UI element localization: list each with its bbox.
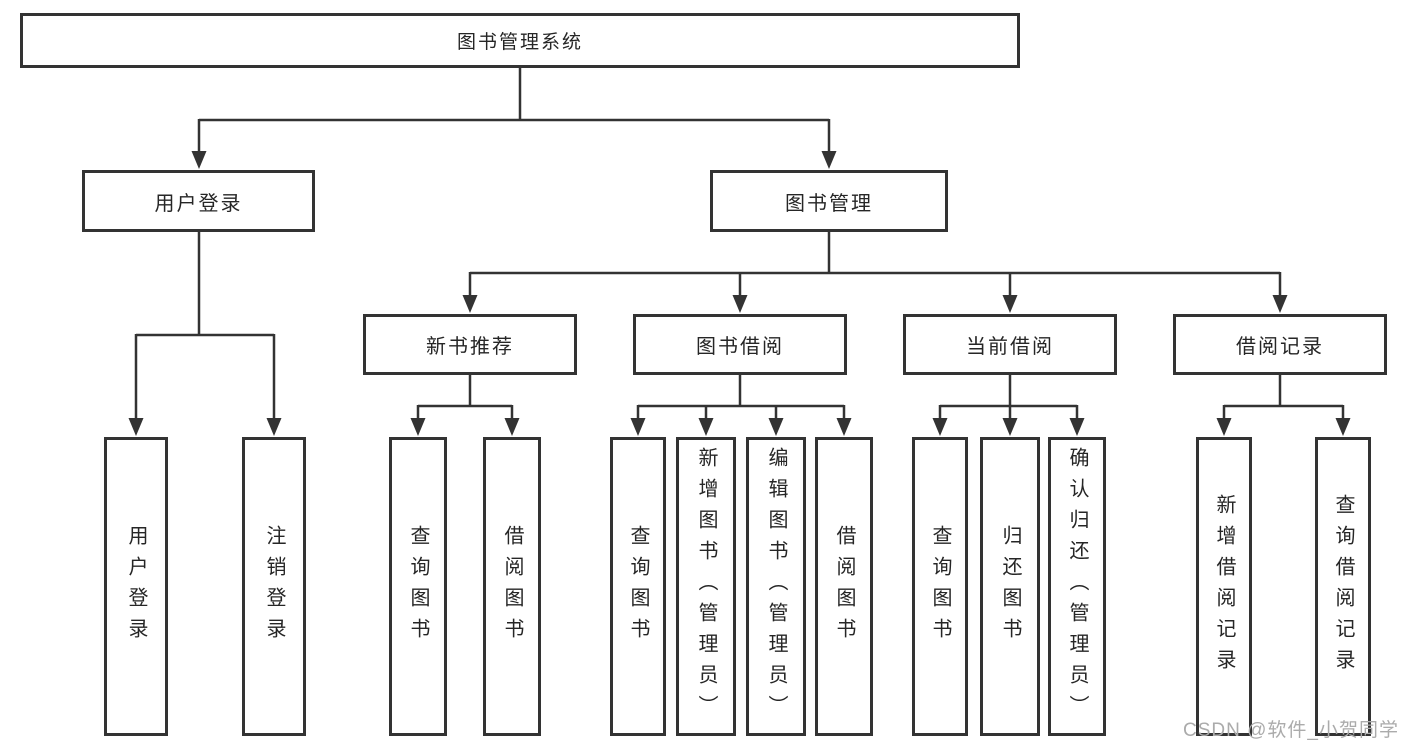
node-label: 新书推荐 — [426, 336, 514, 358]
node-borrow-records: 借阅记录 — [1173, 314, 1387, 375]
node-label: 借阅记录 — [1236, 336, 1324, 358]
leaf-user-login: 用户登录 — [104, 437, 168, 736]
leaf-return-books: 归还图书 — [980, 437, 1040, 736]
leaf-logout-login: 注销登录 — [242, 437, 306, 736]
node-current-borrow: 当前借阅 — [903, 314, 1117, 375]
node-label: 查询图书 — [627, 524, 649, 649]
node-label: 归还图书 — [999, 524, 1021, 649]
node-label: 查询图书 — [929, 524, 951, 649]
node-label: 图书管理 — [785, 192, 873, 215]
leaf-borrow-books-recommend: 借阅图书 — [483, 437, 541, 736]
leaf-confirm-return-admin: 确认归还（管理员） — [1048, 437, 1106, 736]
node-label: 借阅图书 — [501, 524, 523, 649]
node-label: 新增图书（管理员） — [695, 447, 717, 726]
node-label: 确认归还（管理员） — [1066, 447, 1088, 726]
leaf-query-books-current: 查询图书 — [912, 437, 968, 736]
node-label: 当前借阅 — [966, 336, 1054, 358]
leaf-edit-book-admin: 编辑图书（管理员） — [746, 437, 806, 736]
node-label: 用户登录 — [125, 524, 147, 649]
node-label: 图书借阅 — [696, 336, 784, 358]
node-label: 新增借阅记录 — [1213, 493, 1235, 680]
node-label: 查询借阅记录 — [1332, 493, 1354, 680]
node-book-management: 图书管理 — [710, 170, 948, 232]
node-label: 编辑图书（管理员） — [765, 447, 787, 726]
node-label: 注销登录 — [263, 524, 285, 649]
node-label: 借阅图书 — [833, 524, 855, 649]
node-new-book-recommend: 新书推荐 — [363, 314, 577, 375]
leaf-query-books-recommend: 查询图书 — [389, 437, 447, 736]
node-label: 用户登录 — [154, 192, 243, 215]
node-label: 图书管理系统 — [456, 32, 583, 53]
leaf-add-book-admin: 新增图书（管理员） — [676, 437, 736, 736]
leaf-query-borrow-record: 查询借阅记录 — [1315, 437, 1371, 736]
leaf-query-books-borrow: 查询图书 — [610, 437, 666, 736]
node-label: 查询图书 — [407, 524, 429, 649]
node-book-borrow: 图书借阅 — [633, 314, 847, 375]
leaf-borrow-books: 借阅图书 — [815, 437, 873, 736]
watermark-text: CSDN @软件_小贺同学 — [1183, 720, 1399, 741]
node-library-management-system: 图书管理系统 — [20, 13, 1020, 68]
leaf-add-borrow-record: 新增借阅记录 — [1196, 437, 1252, 736]
node-user-login: 用户登录 — [82, 170, 315, 232]
